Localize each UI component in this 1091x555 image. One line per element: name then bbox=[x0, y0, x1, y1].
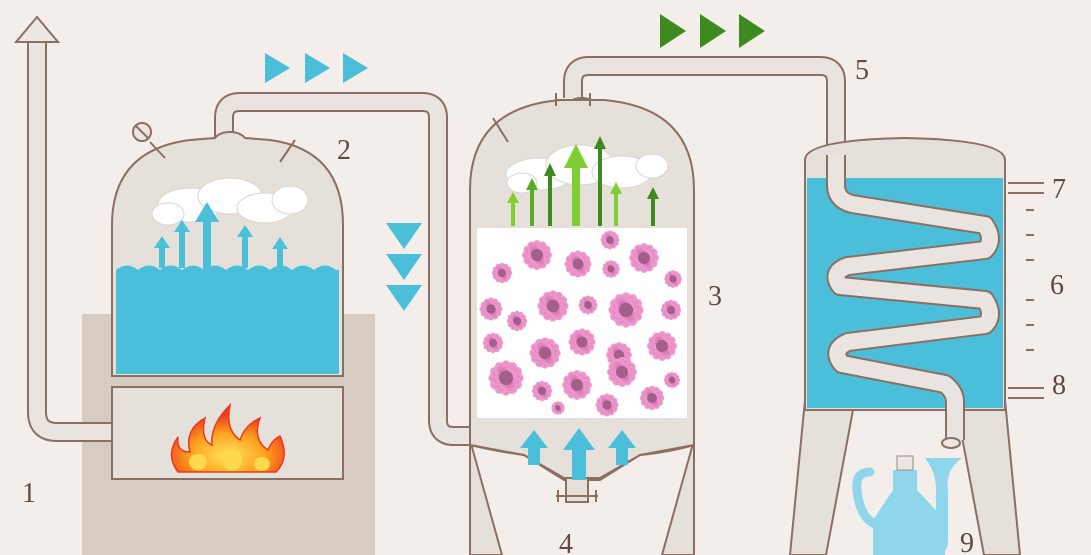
condenser bbox=[788, 136, 1044, 555]
condenser-coil-icon bbox=[826, 155, 1000, 440]
vapor-arrows bbox=[507, 136, 659, 226]
chimney-arrow-icon bbox=[13, 15, 61, 43]
label-5: 5 bbox=[855, 55, 869, 86]
water-scale bbox=[1008, 182, 1044, 399]
label-3: 3 bbox=[708, 281, 722, 312]
boiler-vessel bbox=[111, 122, 344, 480]
florentine-flask-icon bbox=[852, 455, 962, 555]
label-1: 1 bbox=[22, 478, 36, 509]
label-6: 6 bbox=[1050, 270, 1064, 301]
steam-inlet-arrows bbox=[520, 428, 636, 480]
label-4: 4 bbox=[559, 529, 573, 555]
flow-direction-arrow-icon bbox=[660, 14, 765, 48]
steam-cloud-icon bbox=[505, 144, 669, 194]
chimney-pipe bbox=[27, 42, 112, 442]
steam-arrows bbox=[154, 202, 288, 274]
steam-cloud-icon bbox=[151, 177, 309, 226]
drain-valve-icon bbox=[556, 477, 598, 503]
label-9: 9 bbox=[960, 528, 974, 555]
boiler-water bbox=[116, 270, 339, 374]
label-8: 8 bbox=[1052, 370, 1066, 401]
fire-icon bbox=[170, 402, 285, 473]
steam-pipe bbox=[214, 92, 474, 446]
label-2: 2 bbox=[337, 135, 351, 166]
water-wave bbox=[116, 265, 336, 280]
flow-direction-arrow-icon bbox=[265, 53, 422, 311]
label-7: 7 bbox=[1052, 174, 1066, 205]
pressure-gauge-icon bbox=[132, 122, 152, 142]
flower-vessel bbox=[469, 93, 695, 555]
vapor-pipe bbox=[563, 56, 846, 160]
